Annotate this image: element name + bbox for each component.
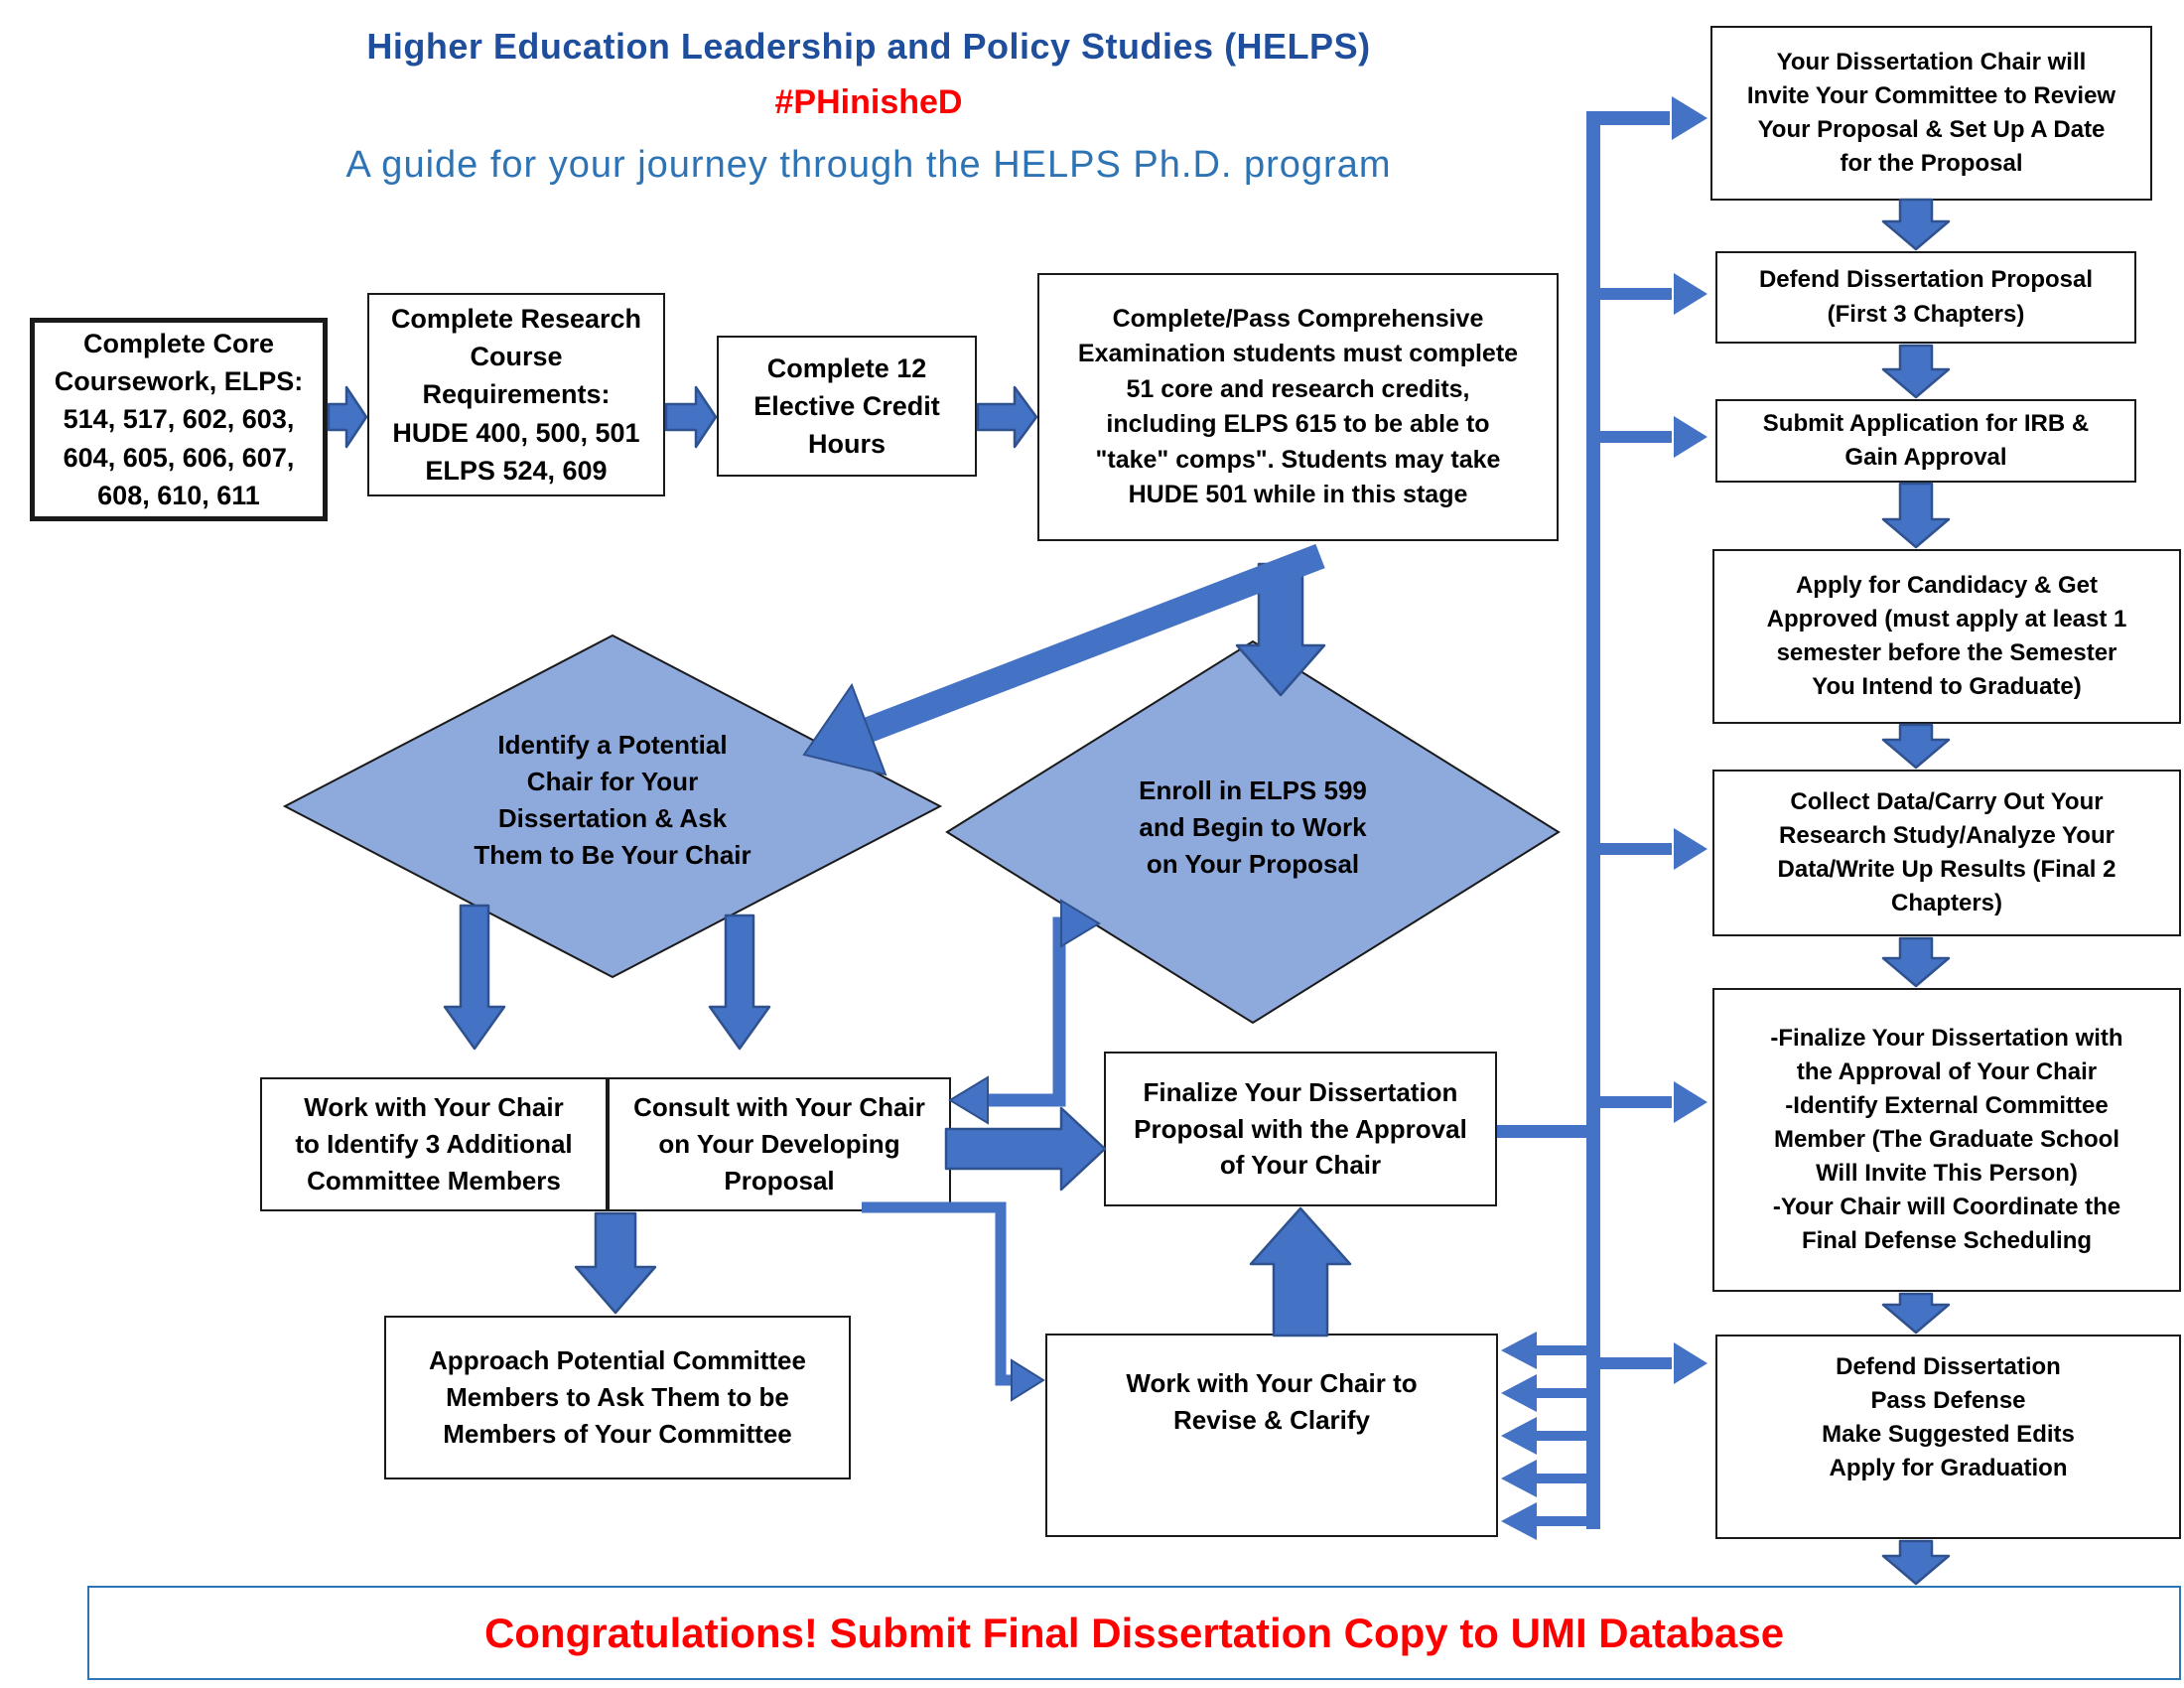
node-invite-committee: Your Dissertation Chair will Invite Your… [1710,26,2152,201]
arrow-revise-to-finalize [1249,1206,1352,1337]
arrow-electives-to-comps [976,385,1038,449]
trunk-head-invite [1672,96,1707,140]
node-collect-data: Collect Data/Carry Out Your Research Stu… [1712,770,2181,936]
node-collect-data-label: Collect Data/Carry Out Your Research Stu… [1777,787,2116,917]
revise-feedback-heads [1501,1332,1537,1540]
arrow-finaldefenseprep-to-defend [1881,1292,1951,1335]
node-electives-label: Complete 12 Elective Credit Hours [753,352,940,460]
finalize-to-trunk-bar [1497,1125,1592,1138]
trunk-line [1586,111,1670,1529]
node-approach-members-label: Approach Potential Committee Members to … [429,1345,806,1449]
node-enroll-599-label: Enroll in ELPS 599 and Begin to Work on … [1139,775,1367,879]
node-comps: Complete/Pass Comprehensive Examination … [1037,273,1559,541]
arrow-comps-to-identify-shaft [864,543,1325,743]
branch-defendproposal-head [1674,273,1707,315]
congratulations-banner-label: Congratulations! Submit Final Dissertati… [483,1609,1785,1656]
trunk-branches [1600,288,1672,1369]
node-electives: Complete 12 Elective Credit Hours [717,336,977,477]
elbow-consult-to-revise [862,1201,1015,1386]
arrow-consult-to-finalize [944,1106,1107,1192]
node-committee-members-label: Work with Your Chair to Identify 3 Addit… [295,1092,573,1196]
node-final-defense-prep: -Finalize Your Dissertation with the App… [1712,988,2181,1292]
page-subtitle: A guide for your journey through the HEL… [345,144,1392,186]
node-consult-chair-label: Consult with Your Chair on Your Developi… [633,1092,925,1196]
arrow-defendproposal-to-irb [1881,344,1951,399]
arrow-comps-to-identify-head [802,682,887,776]
node-revise-clarify: Work with Your Chair to Revise & Clarify [1045,1334,1498,1537]
node-defend-proposal-label: Defend Dissertation Proposal (First 3 Ch… [1758,266,2094,328]
node-invite-committee-label: Your Dissertation Chair will Invite Your… [1746,48,2116,178]
arrow-identify-to-committee [443,904,506,1051]
branch-irb-head [1674,416,1707,458]
elbow-head-into-consult [948,1075,989,1125]
arrow-identify-to-consult [708,914,771,1051]
arrow-research-to-electives [664,385,718,449]
node-identify-chair-label: Identify a Potential Chair for Your Diss… [474,730,751,870]
arrow-irb-to-candidacy [1881,482,1951,549]
trunk-branch-heads [1674,273,1707,1384]
node-irb: Submit Application for IRB & Gain Approv… [1715,399,2136,483]
branch-collectdata-head [1674,828,1707,870]
node-consult-chair: Consult with Your Chair on Your Developi… [608,1077,951,1211]
node-defend-proposal: Defend Dissertation Proposal (First 3 Ch… [1715,251,2136,344]
elbow-head-into-enroll [1060,899,1101,948]
node-candidacy-label: Apply for Candidacy & Get Approved (must… [1766,571,2127,701]
node-core-coursework-label: Complete Core Coursework, ELPS: 514, 517… [54,328,304,510]
arrow-collectdata-to-finaldefenseprep [1881,936,1951,988]
node-comps-label: Complete/Pass Comprehensive Examination … [1077,304,1519,509]
node-research-courses-label: Complete Research Course Requirements: H… [390,303,642,486]
elbow-head-into-revise [1011,1358,1045,1402]
hashtag-phinished: #PHinisheD [774,83,963,121]
title-block: Higher Education Leadership and Policy S… [248,26,1489,187]
node-core-coursework: Complete Core Coursework, ELPS: 514, 517… [30,318,328,521]
revise-feedback-shafts [1535,1345,1586,1526]
branch-defend-head [1674,1342,1707,1384]
node-revise-clarify-label: Work with Your Chair to Revise & Clarify [1126,1368,1418,1435]
arrow-candidacy-to-collectdata [1881,723,1951,770]
branch-finaldefenseprep-head [1674,1081,1707,1123]
arrow-defend-to-banner [1881,1539,1951,1586]
node-research-courses: Complete Research Course Requirements: H… [367,293,665,496]
page-title: Higher Education Leadership and Policy S… [366,26,1371,67]
node-final-defense-prep-label: -Finalize Your Dissertation with the App… [1770,1024,2123,1255]
elbow-enroll-consult [981,916,1066,1107]
node-defend-dissertation: Defend Dissertation Pass Defense Make Su… [1715,1335,2181,1539]
arrow-core-to-research [327,385,368,449]
arrow-to-approach-members [574,1211,657,1315]
arrow-comps-to-enroll [1235,562,1326,697]
node-finalize-proposal: Finalize Your Dissertation Proposal with… [1104,1052,1497,1206]
node-committee-members: Work with Your Chair to Identify 3 Addit… [260,1077,608,1211]
node-defend-dissertation-label: Defend Dissertation Pass Defense Make Su… [1822,1353,2075,1482]
arrow-invite-to-defendproposal [1881,198,1951,251]
node-approach-members: Approach Potential Committee Members to … [384,1316,851,1479]
node-candidacy: Apply for Candidacy & Get Approved (must… [1712,549,2181,724]
congratulations-banner: Congratulations! Submit Final Dissertati… [87,1586,2181,1680]
node-finalize-proposal-label: Finalize Your Dissertation Proposal with… [1134,1076,1467,1181]
node-irb-label: Submit Application for IRB & Gain Approv… [1762,409,2090,471]
